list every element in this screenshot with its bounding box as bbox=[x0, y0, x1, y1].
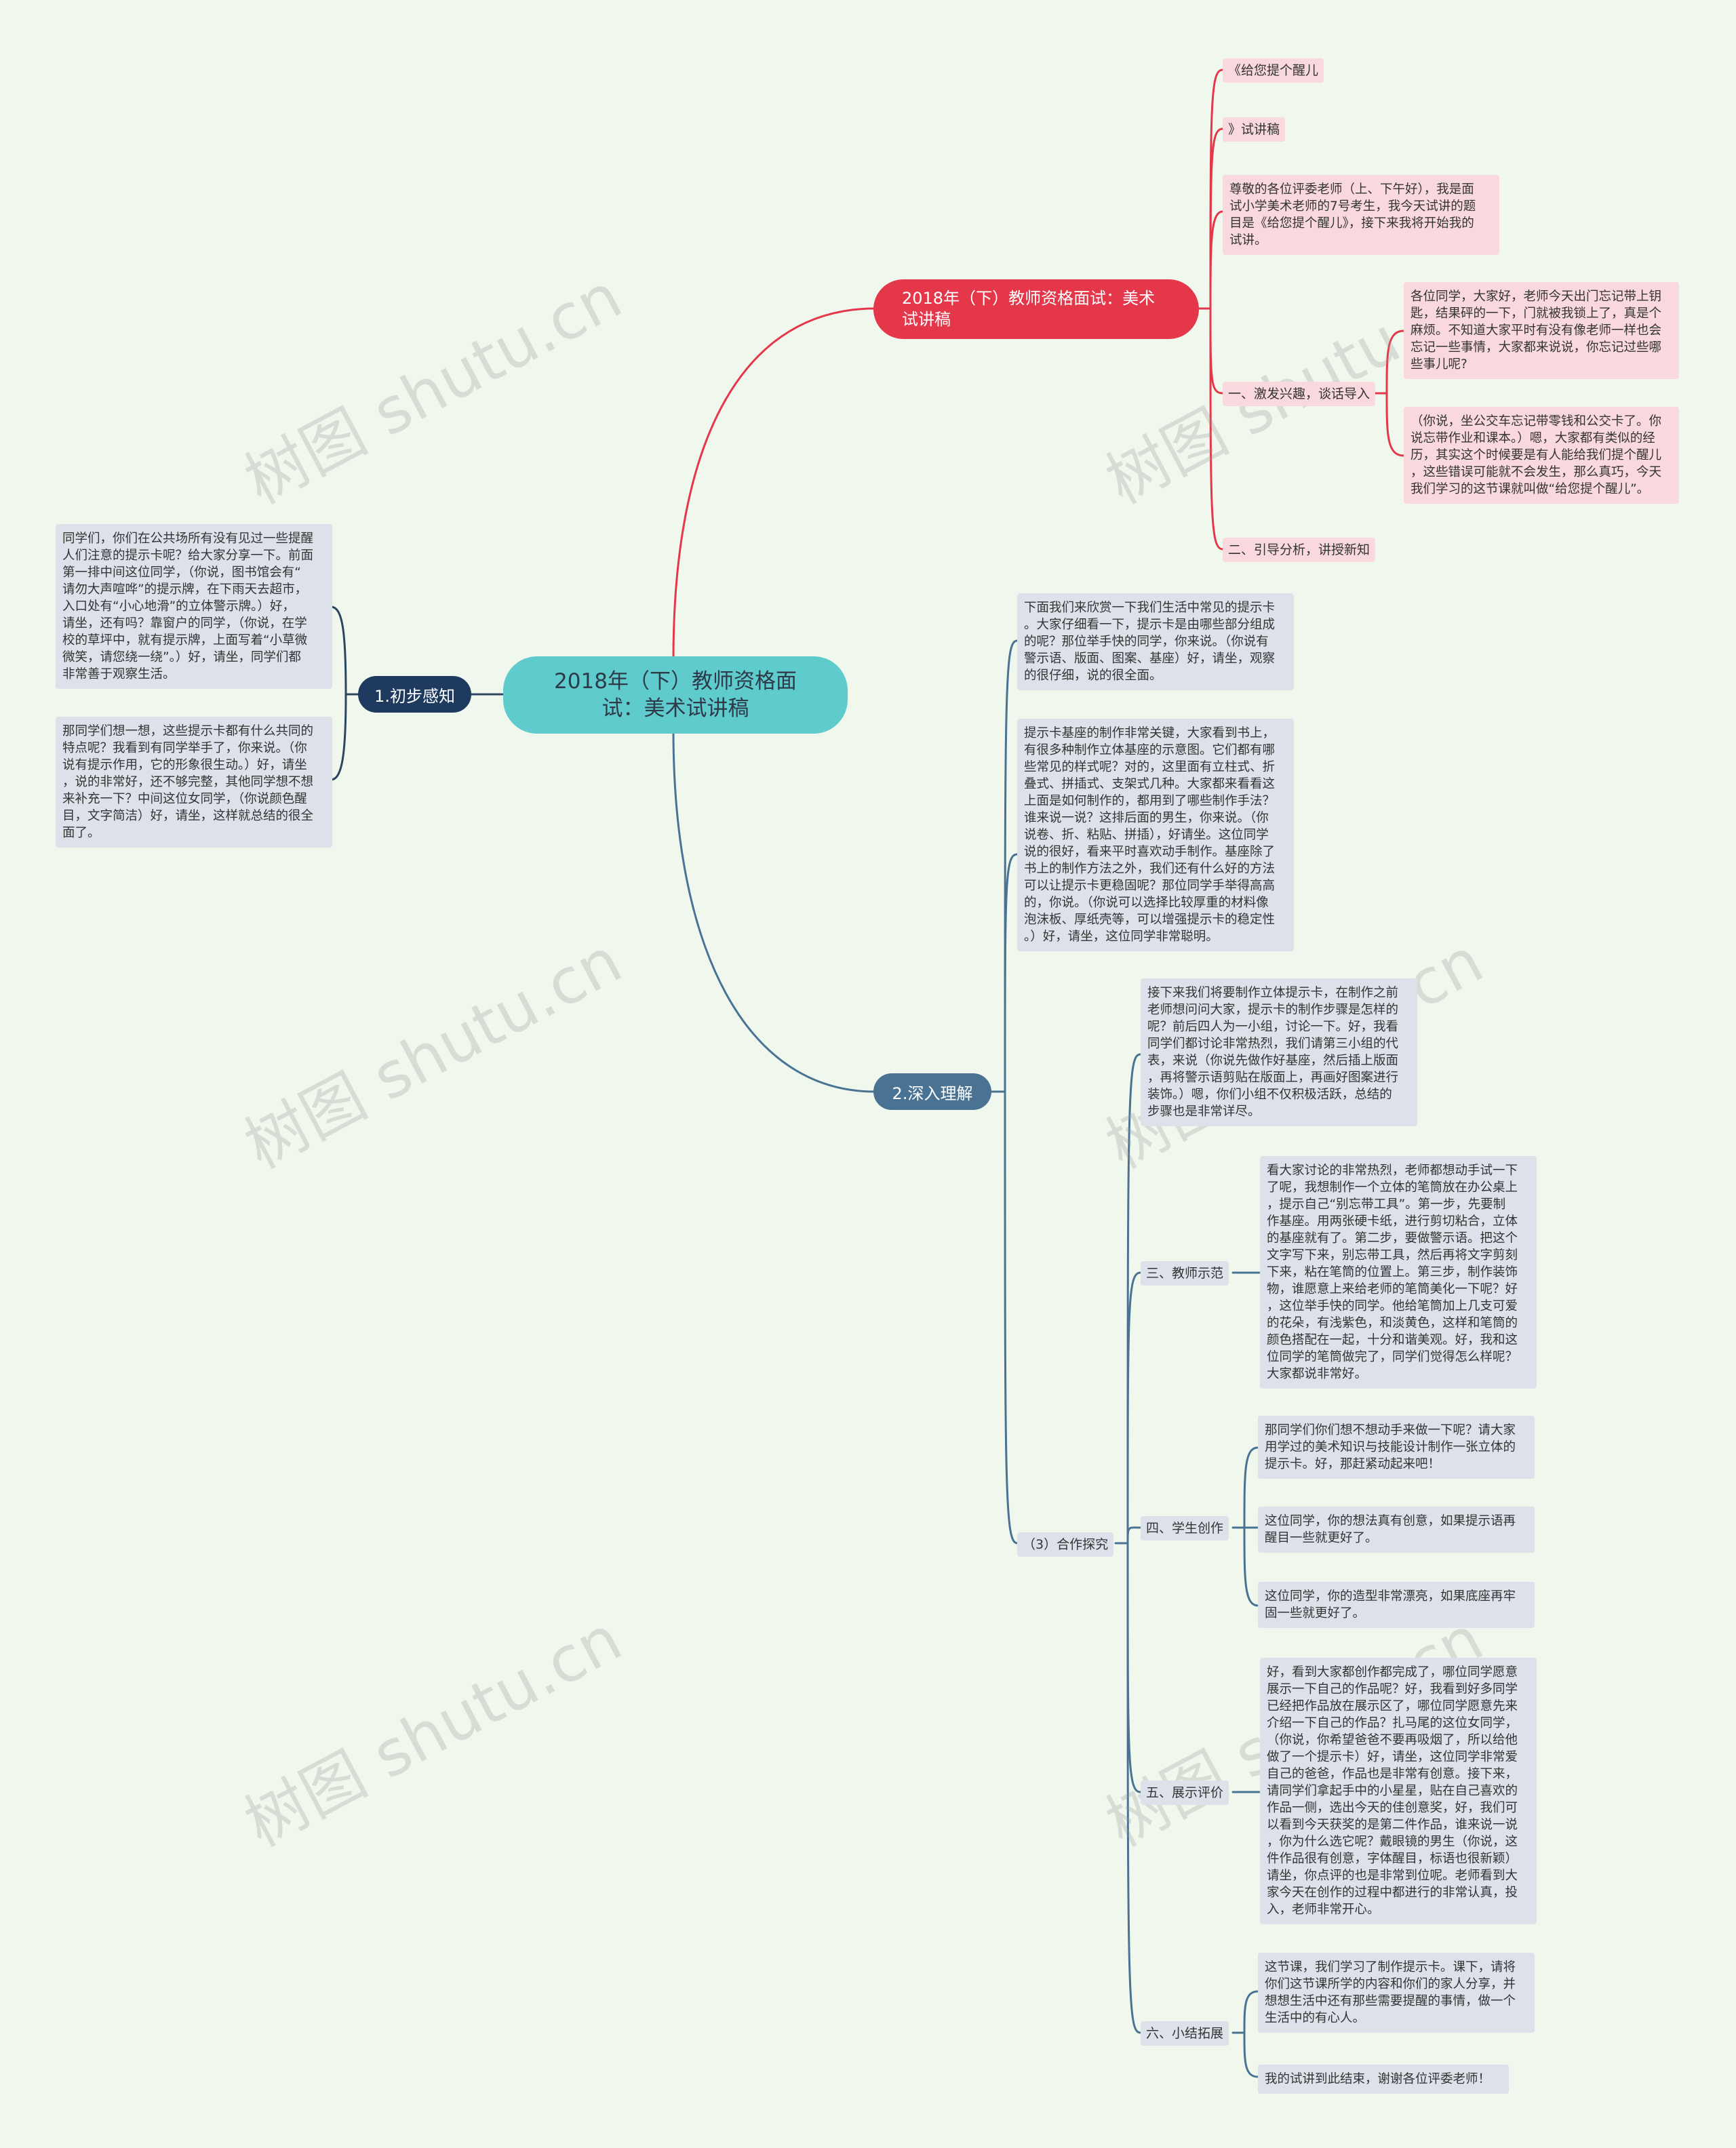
demo-text[interactable]: 看大家讨论的非常热烈，老师都想动手试一下 了呢，我想制作一个立体的笔筒放在办公桌… bbox=[1260, 1156, 1537, 1389]
branch-deep-understanding[interactable]: 2.深入理解 bbox=[873, 1073, 991, 1110]
title-part-2[interactable]: 》试讲稿 bbox=[1223, 117, 1286, 142]
coop-text[interactable]: 接下来我们将要制作立体提示卡，在制作之前 老师想问问大家，提示卡的制作步骤是怎样… bbox=[1141, 978, 1417, 1126]
show-label[interactable]: 五、展示评价 bbox=[1141, 1781, 1229, 1805]
summary-label[interactable]: 六、小结拓展 bbox=[1141, 2021, 1229, 2046]
perception-text-2[interactable]: 那同学们想一想，这些提示卡都有什么共同的 特点呢？我看到有同学举手了，你来说。（… bbox=[56, 717, 332, 848]
title-part-1[interactable]: 《给您提个醒儿 bbox=[1223, 58, 1324, 83]
summary-text-2[interactable]: 我的试讲到此结束，谢谢各位评委老师！ bbox=[1258, 2065, 1509, 2094]
show-text[interactable]: 好，看到大家都创作都完成了，哪位同学愿意 展示一下自己的作品呢？好，我看到好多同… bbox=[1260, 1658, 1537, 1924]
perception-text-1[interactable]: 同学们，你们在公共场所有没有见过一些提醒 人们注意的提示卡呢？给大家分享一下。前… bbox=[56, 524, 332, 689]
intro-text[interactable]: 尊敬的各位评委老师（上、下午好），我是面 试小学美术老师的7号考生，我今天试讲的… bbox=[1223, 175, 1499, 255]
demo-label[interactable]: 三、教师示范 bbox=[1141, 1261, 1229, 1286]
section2-label[interactable]: 二、引导分析，讲授新知 bbox=[1223, 538, 1376, 562]
branch-interview-script[interactable]: 2018年（下）教师资格面试：美术 试讲稿 bbox=[873, 279, 1199, 339]
section1-text-1[interactable]: 各位同学，大家好，老师今天出门忘记带上钥 匙，结果砰的一下，门就被我锁上了，真是… bbox=[1404, 282, 1679, 379]
create-text-2[interactable]: 这位同学，你的想法真有创意，如果提示语再 醒目一些就更好了。 bbox=[1258, 1507, 1535, 1553]
understanding-text-2[interactable]: 提示卡基座的制作非常关键，大家看到书上， 有很多种制作立体基座的示意图。它们都有… bbox=[1017, 719, 1294, 951]
create-label[interactable]: 四、学生创作 bbox=[1141, 1516, 1229, 1540]
summary-text-1[interactable]: 这节课，我们学习了制作提示卡。课下，请将 你们这节课所学的内容和你们的家人分享，… bbox=[1258, 1953, 1535, 2033]
create-text-1[interactable]: 那同学们你们想不想动手来做一下呢？请大家 用学过的美术知识与技能设计制作一张立体… bbox=[1258, 1416, 1535, 1479]
section1-label[interactable]: 一、激发兴趣，谈话导入 bbox=[1223, 382, 1376, 406]
branch-initial-perception[interactable]: 1.初步感知 bbox=[358, 676, 471, 713]
understanding-text-1[interactable]: 下面我们来欣赏一下我们生活中常见的提示卡 。大家仔细看一下，提示卡是由哪些部分组… bbox=[1017, 593, 1294, 690]
link-root-bottom bbox=[672, 730, 876, 1093]
coop-label[interactable]: （3）合作探究 bbox=[1017, 1532, 1114, 1557]
branch-initial-perception-title: 1.初步感知 bbox=[374, 686, 455, 706]
create-text-3[interactable]: 这位同学，你的造型非常漂亮，如果底座再牢 固一些就更好了。 bbox=[1258, 1582, 1535, 1628]
section1-text-2[interactable]: （你说，坐公交车忘记带零钱和公交卡了。你 说忘带作业和课本。）嗯，大家都有类似的… bbox=[1404, 407, 1679, 504]
link-root-top bbox=[672, 307, 876, 660]
branch-deep-understanding-title: 2.深入理解 bbox=[892, 1083, 973, 1103]
root-topic[interactable]: 2018年（下）教师资格面 试：美术试讲稿 bbox=[503, 656, 848, 734]
root-topic-title: 2018年（下）教师资格面 试：美术试讲稿 bbox=[554, 669, 797, 721]
branch-interview-script-title: 2018年（下）教师资格面试：美术 试讲稿 bbox=[902, 289, 1156, 329]
